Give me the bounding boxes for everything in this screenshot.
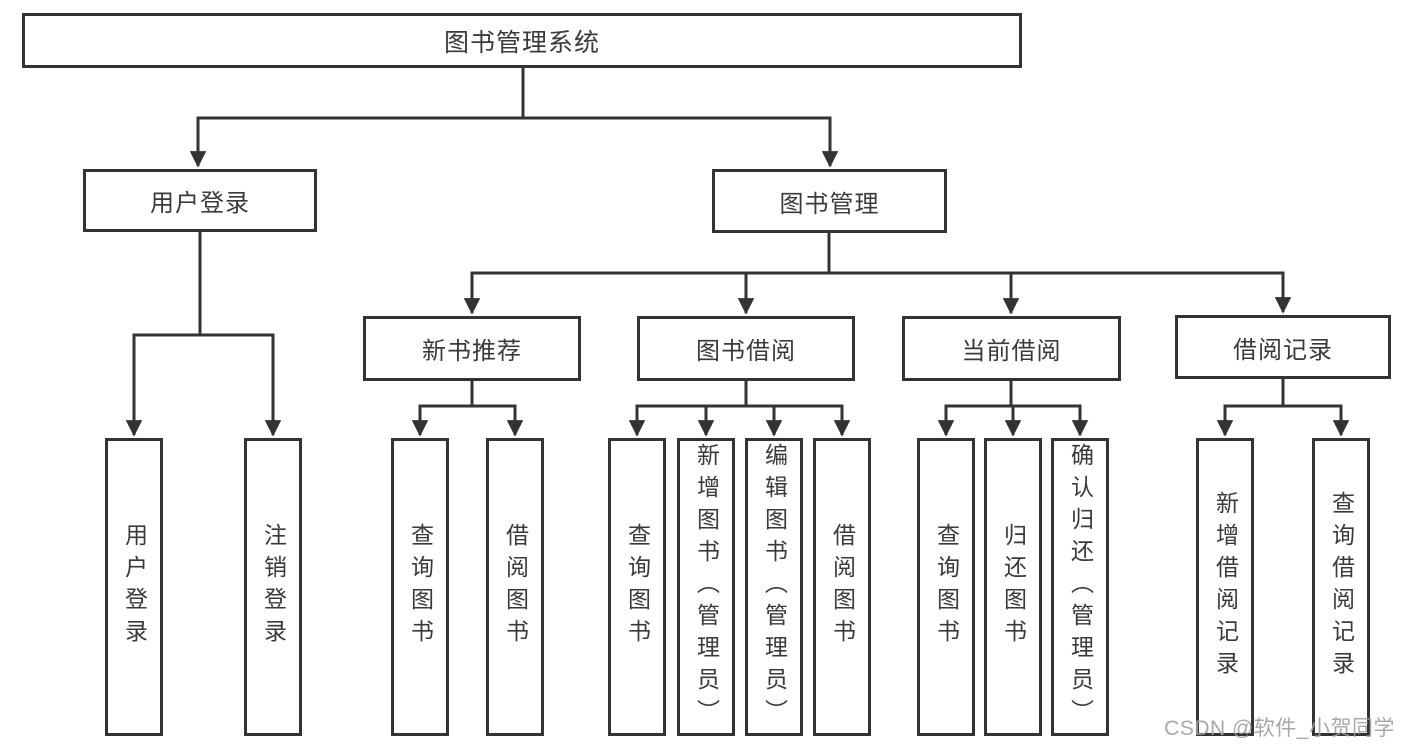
node-label: 注销登录 — [260, 523, 287, 651]
node-leaf-logout: 注销登录 — [244, 438, 302, 736]
node-leaf-borrow-books-recommend: 借阅图书 — [486, 438, 544, 736]
node-book-borrowing: 图书借阅 — [637, 316, 855, 381]
node-leaf-query-books-current: 查询图书 — [917, 438, 975, 736]
node-label: 图书管理系统 — [443, 28, 600, 57]
node-label: 新增借阅记录 — [1212, 491, 1239, 683]
node-leaf-query-borrow-record: 查询借阅记录 — [1312, 438, 1370, 736]
node-leaf-query-books-borrowing: 查询图书 — [608, 438, 666, 736]
node-label: 确认归还（管理员） — [1067, 443, 1094, 731]
node-label: 当前借阅 — [961, 338, 1062, 365]
node-borrowing-records: 借阅记录 — [1175, 315, 1391, 379]
node-label: 借阅记录 — [1233, 336, 1333, 364]
node-label: 查询借阅记录 — [1328, 491, 1355, 683]
node-label: 查询图书 — [933, 523, 960, 651]
csdn-watermark: CSDN @软件_小贺同学 — [1164, 717, 1395, 740]
node-label: 借阅图书 — [502, 523, 529, 651]
node-user-login-branch: 用户登录 — [83, 169, 317, 232]
node-label: 借阅图书 — [829, 523, 856, 651]
node-label: 查询图书 — [407, 523, 434, 651]
node-label: 归还图书 — [1000, 523, 1027, 651]
node-label: 新书推荐 — [422, 338, 522, 365]
node-label: 用户登录 — [150, 190, 250, 217]
node-leaf-borrow-books: 借阅图书 — [813, 438, 871, 736]
node-leaf-edit-books-admin: 编辑图书（管理员） — [745, 438, 803, 736]
node-new-book-recommendation: 新书推荐 — [363, 316, 581, 381]
node-label: 查询图书 — [624, 523, 651, 651]
node-book-management-system: 图书管理系统 — [22, 13, 1022, 68]
node-label: 新增图书（管理员） — [693, 443, 720, 731]
node-leaf-add-books-admin: 新增图书（管理员） — [677, 438, 735, 736]
node-label: 编辑图书（管理员） — [761, 443, 788, 731]
node-leaf-add-borrow-record: 新增借阅记录 — [1196, 438, 1254, 736]
node-label: 用户登录 — [121, 523, 148, 651]
node-label: 图书借阅 — [696, 338, 796, 365]
node-leaf-return-books: 归还图书 — [984, 438, 1042, 736]
node-leaf-confirm-return-admin: 确认归还（管理员） — [1051, 438, 1109, 736]
node-leaf-user-login: 用户登录 — [105, 438, 163, 736]
node-book-management-branch: 图书管理 — [712, 169, 947, 233]
node-label: 图书管理 — [779, 190, 880, 218]
node-current-borrowing: 当前借阅 — [902, 316, 1121, 381]
node-leaf-query-books-recommend: 查询图书 — [391, 438, 449, 736]
